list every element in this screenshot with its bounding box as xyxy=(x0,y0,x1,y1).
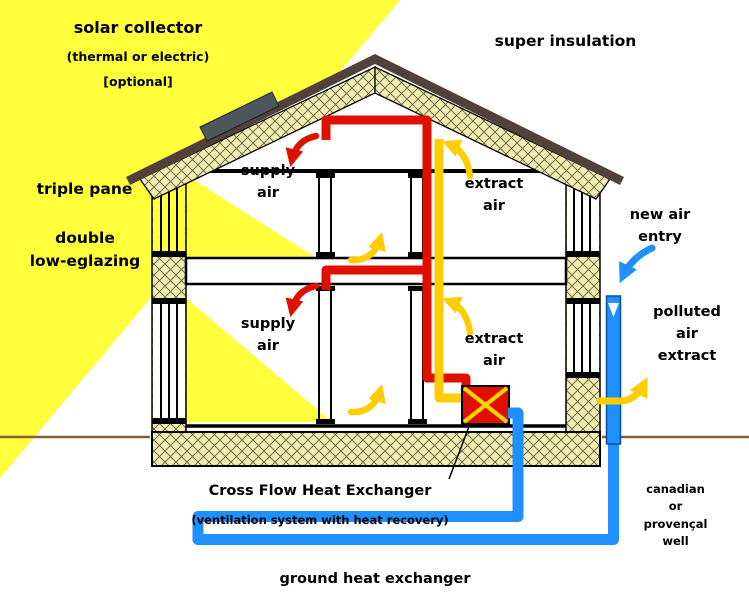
room-airflow-arrow-upper xyxy=(347,232,386,264)
extract-air-arrow-lower xyxy=(442,296,474,337)
room-sunbeam-lower xyxy=(186,298,332,422)
window-lower-right xyxy=(566,298,600,378)
ground-heat-exchanger-label: ground heat exchanger xyxy=(279,571,471,587)
window-lower-left xyxy=(152,298,186,424)
heat-exchanger-label: Cross Flow Heat Exchanger (ventilation s… xyxy=(150,481,490,529)
supply-air-arrow-lower xyxy=(285,282,320,318)
solar-collector-sub: (thermal or electric) xyxy=(66,49,210,64)
partition-upper-left xyxy=(316,173,335,257)
polluted-air-arrow xyxy=(596,376,648,405)
room-sunbeam-upper xyxy=(186,175,315,257)
solar-collector-optional: [optional] xyxy=(103,73,173,89)
super-insulation-label: super insulation xyxy=(494,32,637,50)
extract-air-lower-label: extract air xyxy=(464,331,524,369)
intake-down-arrow-icon xyxy=(608,303,619,317)
solar-collector-label: solar collector (thermal or electric) [o… xyxy=(28,16,248,92)
heat-exchanger-pointer-line xyxy=(448,423,471,480)
bottom-slab-insulation xyxy=(151,431,601,467)
supply-air-lower-label: supply air xyxy=(240,316,296,354)
canadian-well-label: canadian or provençal well xyxy=(643,482,708,548)
supply-air-upper-label: supply air xyxy=(240,163,296,201)
solar-collector-title: solar collector xyxy=(73,18,203,37)
supply-air-duct-branch xyxy=(321,265,427,290)
heat-exchanger-title: Cross Flow Heat Exchanger xyxy=(208,483,432,499)
heat-exchanger-sub: (ventilation system with heat recovery) xyxy=(191,512,449,527)
supply-air-duct xyxy=(321,115,471,387)
new-air-entry-label: new air entry xyxy=(629,207,691,245)
low-e-glazing-label: double low-eglazing xyxy=(29,229,141,271)
extract-air-arrow-upper xyxy=(442,139,474,180)
ground-heat-exchanger-pipe xyxy=(192,407,619,545)
triple-pane-label: triple pane xyxy=(36,180,133,198)
extract-air-upper-label: extract air xyxy=(464,176,524,214)
extract-air-duct xyxy=(434,139,461,403)
supply-air-arrow-upper xyxy=(285,132,320,168)
triple-pane-glazing xyxy=(573,304,591,372)
heat-exchanger-cross-icon xyxy=(462,386,509,424)
fresh-air-intake-pipe xyxy=(605,295,622,445)
room-airflow-arrow-lower xyxy=(347,384,386,416)
triple-pane-glazing xyxy=(160,304,178,418)
roof-line xyxy=(126,53,624,186)
roof-insulation-right xyxy=(374,65,611,200)
polluted-air-extract-label: polluted air extract xyxy=(653,304,721,364)
new-air-entry-arrow xyxy=(619,244,656,284)
solar-collector-panel xyxy=(199,91,280,142)
